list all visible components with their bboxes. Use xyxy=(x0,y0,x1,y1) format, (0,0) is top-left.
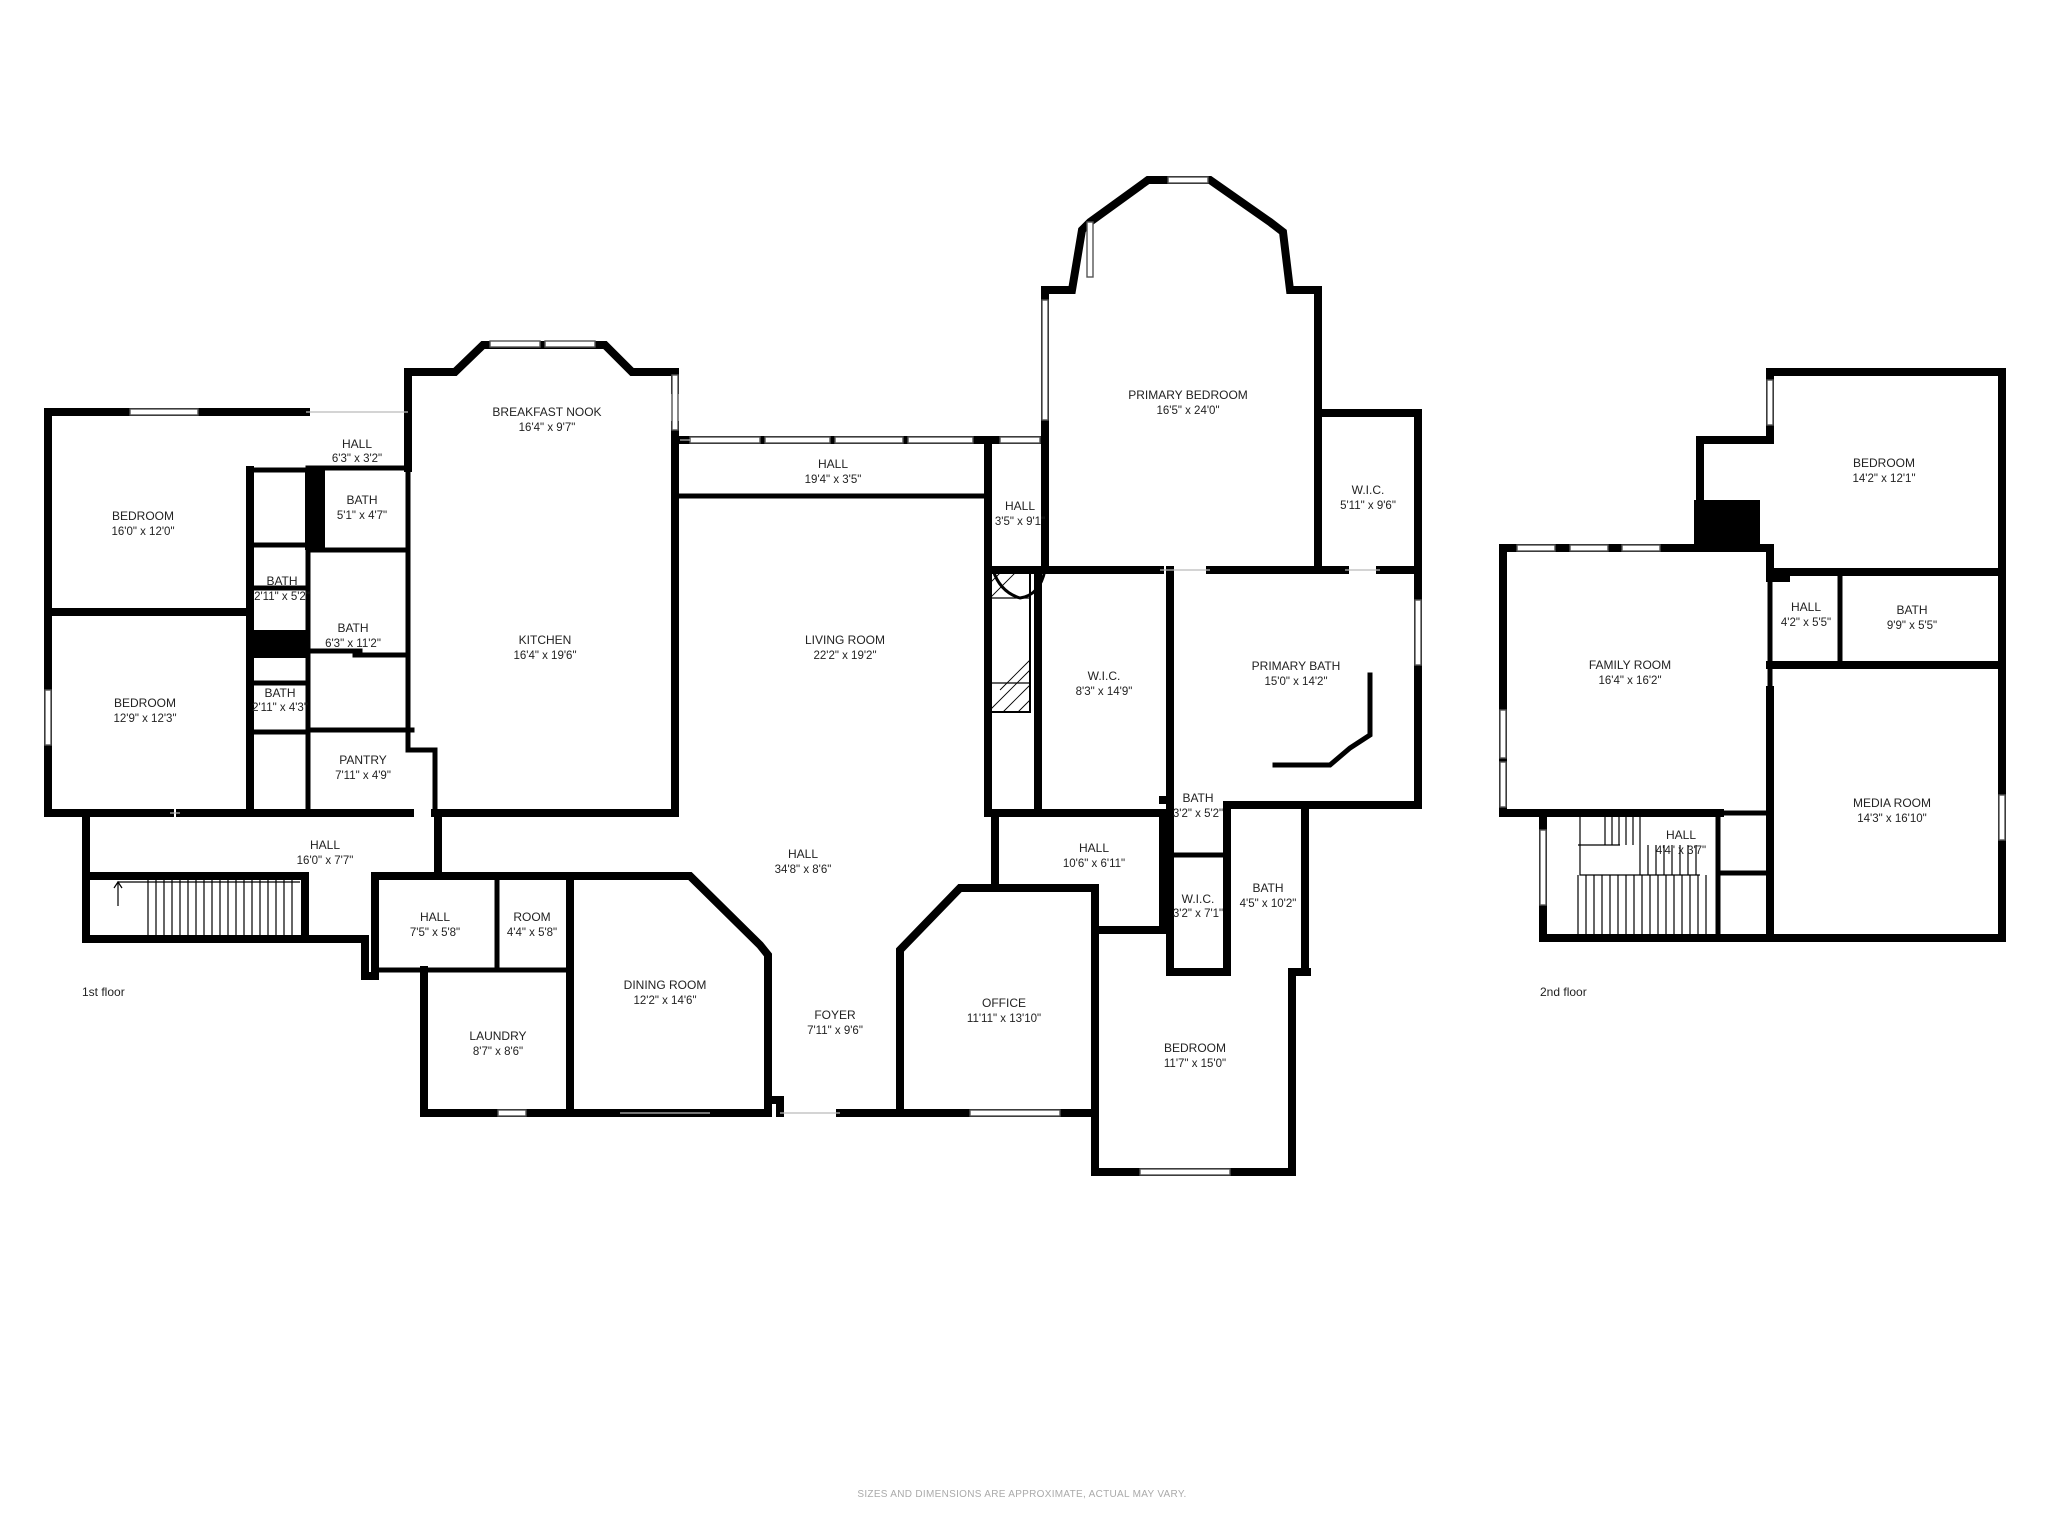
room-name-pantry: PANTRY xyxy=(339,753,387,767)
room-dims-bath: 3'2" x 5'2" xyxy=(1173,808,1223,820)
room-name-media-room: MEDIA ROOM xyxy=(1853,796,1931,810)
room-name-bedroom: BEDROOM xyxy=(1853,456,1915,470)
room-name-hall: HALL xyxy=(1005,499,1035,513)
room-dims-hall: 19'4" x 3'5" xyxy=(805,474,862,486)
room-name-bath: BATH xyxy=(264,686,295,700)
door-openings xyxy=(170,411,1380,1114)
room-dims-hall: 10'6" x 6'11" xyxy=(1063,858,1125,870)
stairs-second-floor xyxy=(1577,813,1707,935)
windows-first-floor xyxy=(44,176,1422,1176)
room-dims-laundry: 8'7" x 8'6" xyxy=(473,1046,523,1058)
room-dims-hall: 34'8" x 8'6" xyxy=(775,864,832,876)
room-name-hall: HALL xyxy=(342,437,372,451)
room-dims-bath: 6'3" x 11'2" xyxy=(325,638,381,650)
room-dims-foyer: 7'11" x 9'6" xyxy=(807,1025,863,1037)
room-dims-bath: 4'5" x 10'2" xyxy=(1240,898,1297,910)
room-name-bath: BATH xyxy=(1182,791,1213,805)
stairs-first-floor xyxy=(113,876,300,935)
room-name-hall: HALL xyxy=(420,910,450,924)
room-dims-hall: 16'0" x 7'7" xyxy=(297,855,354,867)
room-name-bath: BATH xyxy=(266,574,297,588)
first-floor-walls xyxy=(44,176,1422,1176)
windows-second-floor xyxy=(1499,379,2006,906)
room-dims-wic: 3'2" x 7'1" xyxy=(1173,908,1223,920)
room-name-foyer: FOYER xyxy=(814,1008,856,1022)
room-dims-bedroom: 16'0" x 12'0" xyxy=(111,526,174,538)
solid-elements xyxy=(253,468,1760,713)
room-dims-bath: 2'11" x 5'2" xyxy=(254,591,310,603)
room-dims-primary-bath: 15'0" x 14'2" xyxy=(1264,676,1327,688)
room-name-dining-room: DINING ROOM xyxy=(624,978,707,992)
room-name-living-room: LIVING ROOM xyxy=(805,633,885,647)
room-name-hall: HALL xyxy=(788,847,818,861)
room-dims-wic: 5'11" x 9'6" xyxy=(1340,500,1396,512)
floor-label-second: 2nd floor xyxy=(1540,985,1587,999)
room-dims-hall: 3'5" x 9'1" xyxy=(995,516,1045,528)
room-labels: BREAKFAST NOOK 16'4" x 9'7" HALL 6'3" x … xyxy=(111,388,1937,1070)
room-name-hall: HALL xyxy=(1079,841,1109,855)
room-name-wic: W.I.C. xyxy=(1352,483,1385,497)
room-dims-pantry: 7'11" x 4'9" xyxy=(335,770,391,782)
room-dims-bath: 2'11" x 4'3" xyxy=(252,702,308,714)
room-name-bedroom: BEDROOM xyxy=(114,696,176,710)
room-dims-office: 11'11" x 13'10" xyxy=(967,1013,1041,1025)
room-dims-wic: 8'3" x 14'9" xyxy=(1076,686,1133,698)
room-dims-media-room: 14'3" x 16'10" xyxy=(1857,813,1926,825)
room-dims-kitchen: 16'4" x 19'6" xyxy=(513,650,576,662)
room-dims-hall: 4'2" x 5'5" xyxy=(1781,617,1831,629)
room-dims-hall: 4'4" x 3'7" xyxy=(1656,845,1706,857)
room-dims-bath: 5'1" x 4'7" xyxy=(337,510,387,522)
room-dims-breakfast-nook: 16'4" x 9'7" xyxy=(519,422,576,434)
disclaimer-text: SIZES AND DIMENSIONS ARE APPROXIMATE, AC… xyxy=(857,1489,1186,1500)
room-name-hall: HALL xyxy=(310,838,340,852)
room-name-bath: BATH xyxy=(1252,881,1283,895)
room-name-bath: BATH xyxy=(346,493,377,507)
room-name-wic: W.I.C. xyxy=(1182,892,1215,906)
second-floor-walls xyxy=(1499,368,2006,942)
room-dims-bedroom: 11'7" x 15'0" xyxy=(1164,1058,1226,1070)
room-dims-hall: 7'5" x 5'8" xyxy=(410,927,460,939)
room-name-breakfast-nook: BREAKFAST NOOK xyxy=(492,405,601,419)
room-name-family-room: FAMILY ROOM xyxy=(1589,658,1671,672)
room-name-bath: BATH xyxy=(337,621,368,635)
room-dims-hall: 6'3" x 3'2" xyxy=(332,453,382,465)
room-name-primary-bedroom: PRIMARY BEDROOM xyxy=(1128,388,1248,402)
room-name-hall: HALL xyxy=(1666,828,1696,842)
room-name-laundry: LAUNDRY xyxy=(469,1029,526,1043)
floor-label-first: 1st floor xyxy=(82,985,125,999)
room-dims-bath: 9'9" x 5'5" xyxy=(1887,620,1937,632)
room-name-kitchen: KITCHEN xyxy=(519,633,572,647)
room-name-room: ROOM xyxy=(513,910,550,924)
room-dims-bedroom: 12'9" x 12'3" xyxy=(113,713,176,725)
room-dims-bedroom: 14'2" x 12'1" xyxy=(1852,473,1915,485)
room-dims-living-room: 22'2" x 19'2" xyxy=(813,650,876,662)
room-name-hall: HALL xyxy=(1791,600,1821,614)
room-dims-room: 4'4" x 5'8" xyxy=(507,927,557,939)
room-name-bath: BATH xyxy=(1896,603,1927,617)
room-name-primary-bath: PRIMARY BATH xyxy=(1252,659,1341,673)
room-dims-dining-room: 12'2" x 14'6" xyxy=(633,995,696,1007)
room-name-office: OFFICE xyxy=(982,996,1026,1010)
room-name-bedroom: BEDROOM xyxy=(1164,1041,1226,1055)
room-name-hall: HALL xyxy=(818,457,848,471)
room-name-bedroom: BEDROOM xyxy=(112,509,174,523)
room-dims-primary-bedroom: 16'5" x 24'0" xyxy=(1156,405,1219,417)
room-name-wic: W.I.C. xyxy=(1088,669,1121,683)
room-dims-family-room: 16'4" x 16'2" xyxy=(1598,675,1661,687)
